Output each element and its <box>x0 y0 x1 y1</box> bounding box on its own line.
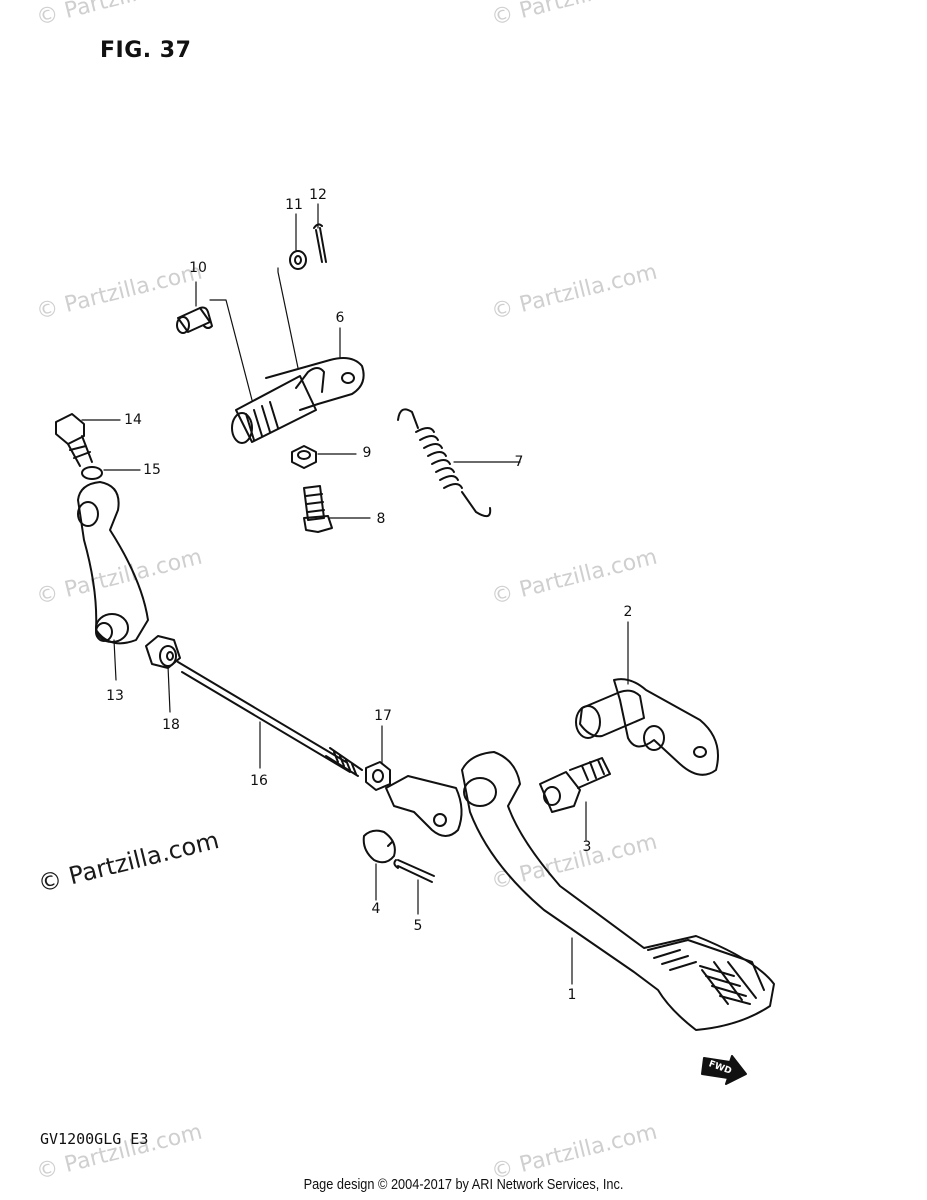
callout-8: 8 <box>376 511 386 527</box>
model-code: GV1200GLG E3 <box>40 1130 149 1148</box>
part-6-brake-shaft <box>231 357 365 444</box>
figure-title: FIG. 37 <box>100 38 192 63</box>
part-4-cap <box>362 829 396 864</box>
part-7-return-spring <box>397 408 492 518</box>
callout-3: 3 <box>582 839 592 855</box>
part-13-brake-arm <box>77 481 149 645</box>
callout-12: 12 <box>309 187 327 203</box>
page-footer: Page design © 2004-2017 by ARI Network S… <box>303 1176 624 1193</box>
part-17-nut <box>365 761 391 791</box>
callout-11: 11 <box>285 197 303 213</box>
callout-2: 2 <box>623 604 633 620</box>
callout-9: 9 <box>362 445 372 461</box>
callout-6: 6 <box>335 310 345 326</box>
part-9-nut <box>291 445 317 469</box>
part-3-bolt <box>539 757 611 813</box>
callout-7: 7 <box>514 454 524 470</box>
callout-5: 5 <box>413 918 423 934</box>
rod-end-clevis <box>385 775 463 837</box>
part-8-bolt <box>303 485 333 533</box>
callout-14: 14 <box>124 412 142 428</box>
leader-lines <box>81 203 629 985</box>
forward-arrow-icon <box>701 1055 747 1085</box>
callout-17: 17 <box>374 708 392 724</box>
callout-1: 1 <box>567 987 577 1003</box>
part-12-cotter-pin <box>313 223 327 263</box>
part-16-brake-rod <box>177 661 363 777</box>
callout-10: 10 <box>189 260 207 276</box>
part-11-washer <box>289 250 307 270</box>
callout-16: 16 <box>250 773 268 789</box>
part-1-brake-pedal <box>461 751 775 1031</box>
callout-13: 13 <box>106 688 124 704</box>
part-2-pivot-bracket <box>575 678 719 776</box>
part-5-cotter-pin <box>393 859 435 883</box>
part-15-washer <box>81 466 103 480</box>
callout-18: 18 <box>162 717 180 733</box>
part-14-bolt <box>55 413 93 467</box>
callout-4: 4 <box>371 901 381 917</box>
callout-15: 15 <box>143 462 161 478</box>
part-10-clevis-pin <box>176 306 213 334</box>
part-18-nut <box>145 635 181 669</box>
